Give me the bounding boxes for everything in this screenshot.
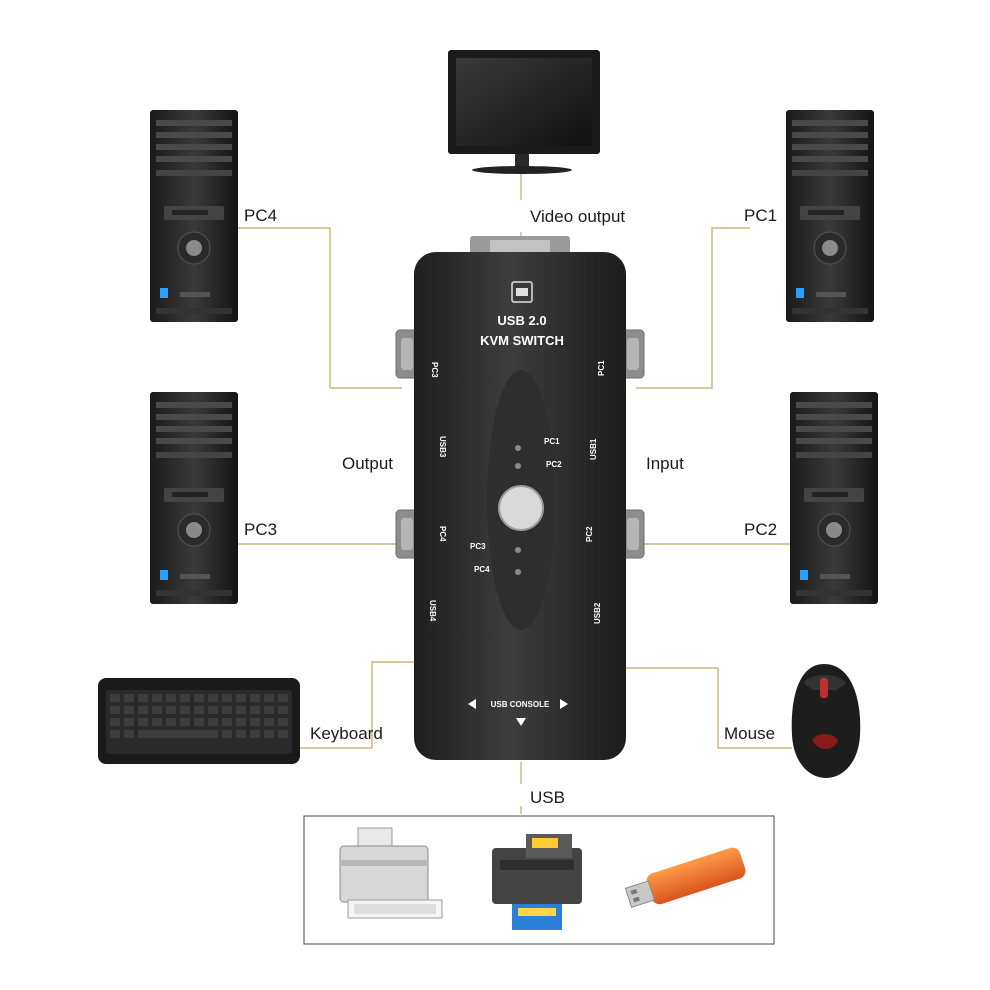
side-label-usb1: USB1 [589,438,598,460]
label-keyboard: Keyboard [310,724,383,743]
arrow-right-icon [560,699,568,709]
led-pc3 [515,547,521,553]
label-mouse: Mouse [724,724,776,743]
led-label-pc3: PC3 [470,542,486,551]
label-pc2: PC2 [744,520,778,539]
monitor-icon [448,50,600,174]
mouse-icon [791,664,861,778]
label-pc3: PC3 [244,520,278,539]
device-title-1: USB 2.0 [497,313,546,328]
console-label: USB CONSOLE [491,700,550,709]
keyboard-icon [98,678,300,764]
side-label-pc4: PC4 [438,526,447,542]
label-pc1: PC1 [744,206,778,225]
arrow-down-icon [516,718,526,726]
inkjet-printer-icon [492,834,582,930]
side-label-pc2: PC2 [585,526,594,542]
side-label-usb4: USB4 [428,600,437,622]
usb-logo-icon [511,281,533,303]
label-input: Input [646,454,684,473]
label-pc4: PC4 [244,206,278,225]
side-label-pc1: PC1 [597,360,606,376]
select-button[interactable] [498,485,544,531]
led-label-pc4: PC4 [474,565,490,574]
laser-printer-icon [339,827,443,919]
side-label-usb2: USB2 [593,602,602,624]
led-pc2 [515,463,521,469]
side-label-pc3: PC3 [430,362,439,378]
pc3-tower-icon [149,391,239,605]
pc2-tower-icon [789,391,879,605]
led-label-pc2: PC2 [546,460,562,469]
led-pc4 [515,569,521,575]
arrow-left-icon [468,699,476,709]
label-output: Output [342,454,394,473]
connector-lines [238,172,792,814]
led-pc1 [515,445,521,451]
usb-flash-drive-icon [624,847,746,909]
label-usb: USB [530,788,565,807]
pc4-tower-icon [149,109,239,323]
led-label-pc1: PC1 [544,437,560,446]
side-label-usb3: USB3 [438,436,447,458]
label-video-output: Video output [530,207,626,226]
vga-connector-top [470,236,570,256]
pc1-tower-icon [785,109,875,323]
device-title-2: KVM SWITCH [480,333,564,348]
kvm-switch-device: USB 2.0 KVM SWITCH PC3 USB3 PC4 USB4 PC1… [414,252,626,760]
